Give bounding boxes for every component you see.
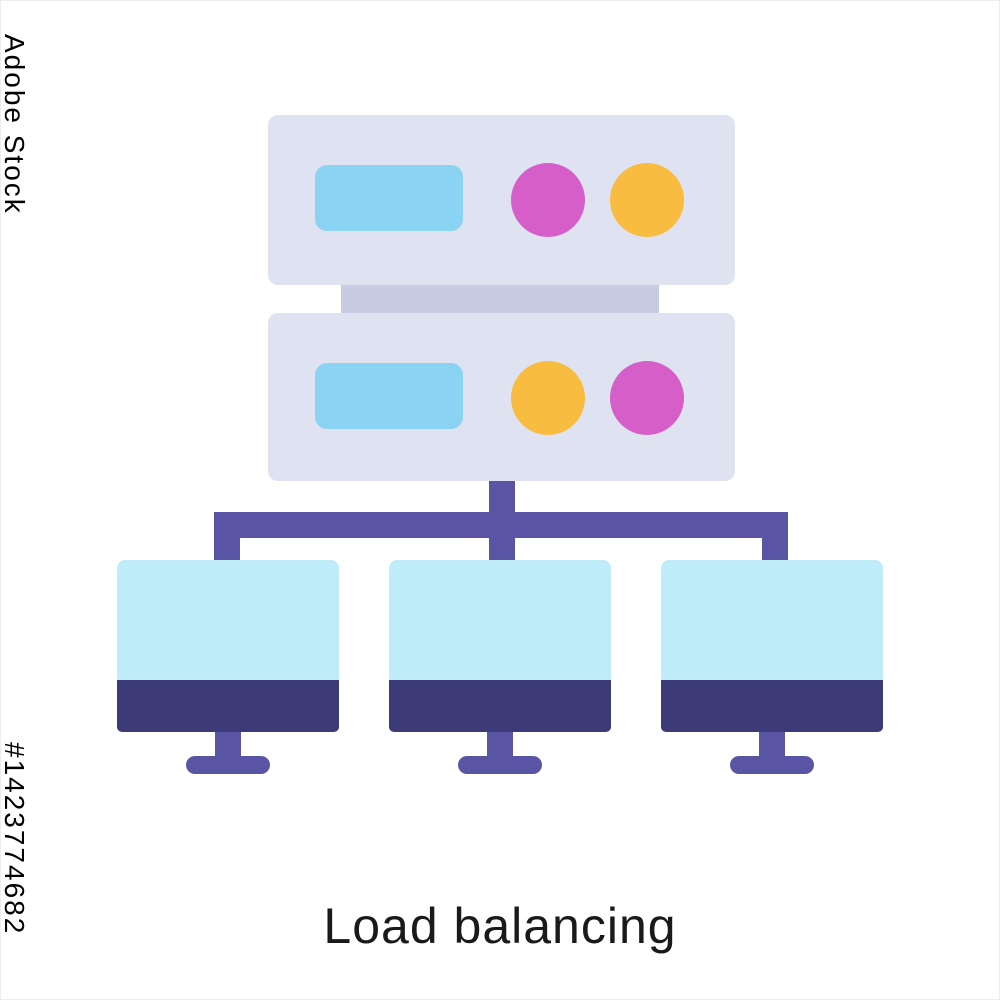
watermark-brand: Adobe Stock xyxy=(0,34,30,215)
monitor-stand-base xyxy=(186,756,270,774)
server-unit-1 xyxy=(268,115,735,285)
monitor-screen xyxy=(117,560,339,680)
server-unit-2 xyxy=(268,313,735,481)
monitor-stand-base xyxy=(730,756,814,774)
monitor-bezel xyxy=(389,680,611,732)
monitor-right xyxy=(661,560,883,774)
monitor-bezel xyxy=(661,680,883,732)
monitor-screen xyxy=(661,560,883,680)
watermark-asset-id: #1423774682 xyxy=(0,742,30,936)
indicator-light-pink xyxy=(511,163,585,237)
server-display-panel xyxy=(315,165,463,231)
indicator-light-pink xyxy=(610,361,684,435)
monitor-screen xyxy=(389,560,611,680)
indicator-light-yellow xyxy=(610,163,684,237)
monitor-left xyxy=(117,560,339,774)
monitor-center xyxy=(389,560,611,774)
monitor-stand-base xyxy=(458,756,542,774)
rack-connector xyxy=(341,280,659,318)
indicator-light-yellow xyxy=(511,361,585,435)
server-display-panel xyxy=(315,363,463,429)
monitor-bezel xyxy=(117,680,339,732)
caption-title: Load balancing xyxy=(323,898,677,954)
